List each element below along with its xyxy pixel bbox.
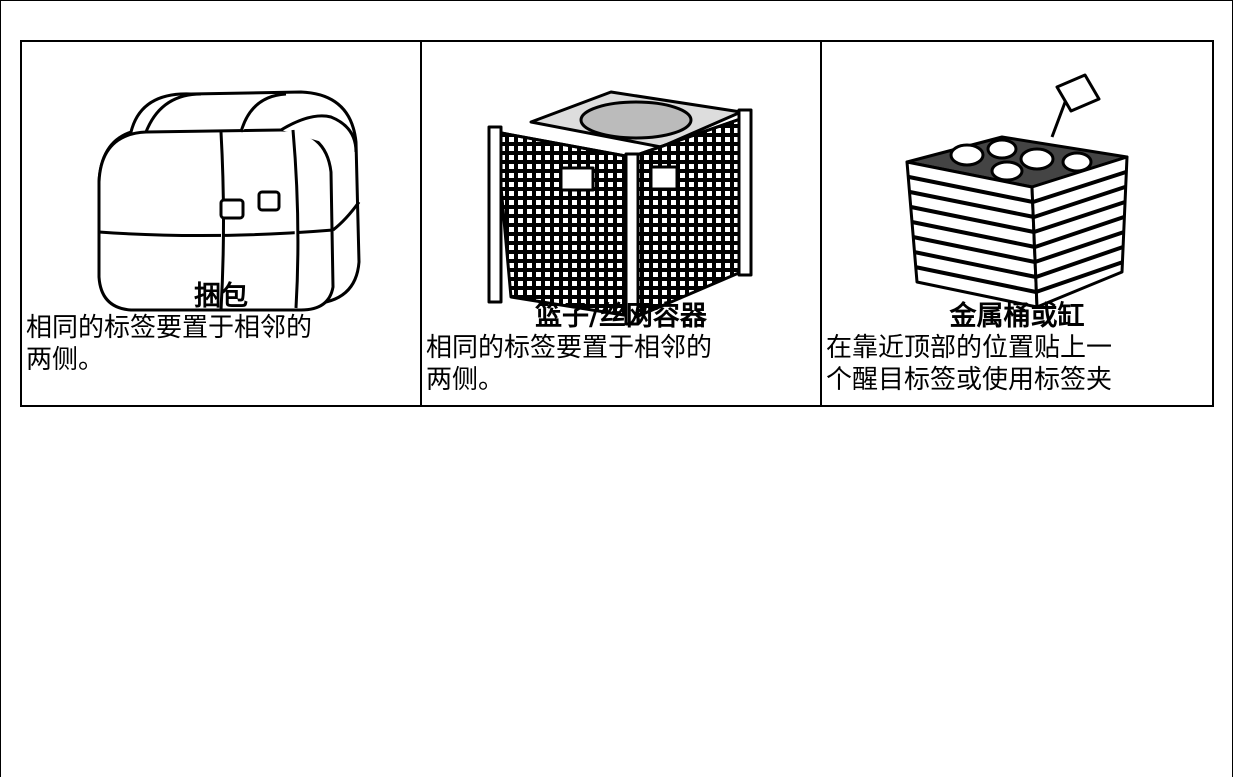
bale-icon xyxy=(97,90,361,312)
wire-basket-icon xyxy=(487,90,753,326)
item-title: 金属桶或缸 xyxy=(949,301,1085,332)
cell-bale: 捆包 相同的标签要置于相邻的两侧。 xyxy=(20,40,422,407)
item-title: 篮子/丝网容器 xyxy=(535,301,707,332)
cell-metal-bin: 金属桶或缸 在靠近顶部的位置贴上一个醒目标签或使用标签夹 xyxy=(820,40,1214,407)
item-description: 相同的标签要置于相邻的两侧。 xyxy=(26,313,313,375)
metal-bin-icon xyxy=(905,73,1129,309)
packaging-label-table: 捆包 相同的标签要置于相邻的两侧。 xyxy=(20,40,1214,407)
item-description: 相同的标签要置于相邻的两侧。 xyxy=(426,333,713,395)
cell-wire-basket: 篮子/丝网容器 相同的标签要置于相邻的两侧。 xyxy=(420,40,822,407)
item-title: 捆包 xyxy=(194,281,248,312)
item-description: 在靠近顶部的位置贴上一个醒目标签或使用标签夹 xyxy=(826,333,1113,395)
